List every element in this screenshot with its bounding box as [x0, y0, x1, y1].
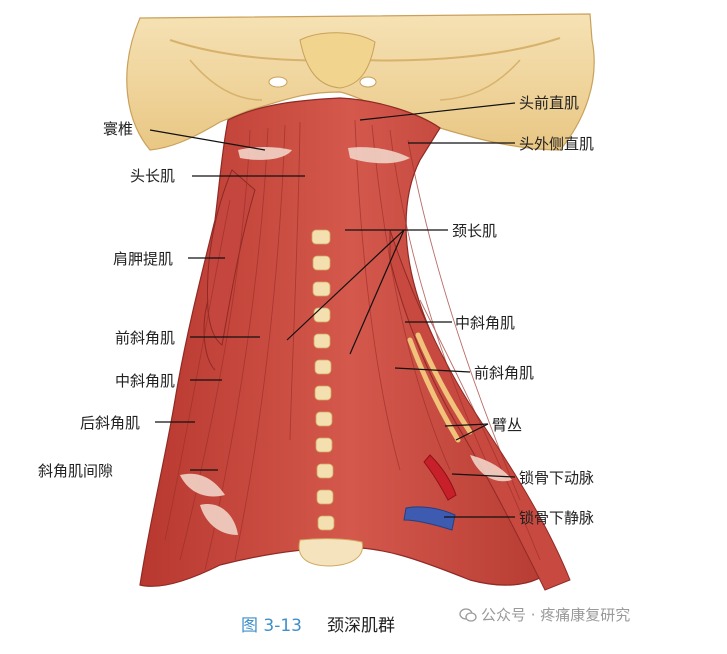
- label-subclavian-artery: 锁骨下动脉: [519, 469, 595, 487]
- label-scalenus-medius-left: 中斜角肌: [115, 372, 176, 390]
- label-levator-scapulae: 肩胛提肌: [113, 250, 174, 268]
- foramen-magnum: [299, 32, 376, 89]
- wechat-icon: [459, 608, 477, 622]
- label-longus-capitis: 头长肌: [130, 167, 176, 185]
- watermark-text: 公众号 · 疼痛康复研究: [481, 606, 631, 624]
- label-scalenus-anterior-left: 前斜角肌: [115, 329, 176, 347]
- atlas-tendon-left: [238, 147, 292, 160]
- watermark: 公众号 · 疼痛康复研究: [459, 604, 630, 625]
- scalenus-right-group: [389, 229, 571, 591]
- label-scalene-gap: 斜角肌间隙: [38, 462, 114, 480]
- label-scalenus-anterior-right: 前斜角肌: [474, 364, 535, 382]
- subclavian-vein: [403, 506, 456, 531]
- label-scalenus-medius-right: 中斜角肌: [455, 314, 516, 332]
- label-brachial-plexus: 臂丛: [492, 416, 523, 434]
- label-longus-colli: 颈长肌: [452, 222, 498, 240]
- label-rectus-capitis-lateralis: 头外侧直肌: [519, 135, 595, 153]
- label-subclavian-vein: 锁骨下静脉: [519, 509, 595, 527]
- condyle-left: [268, 76, 288, 88]
- vertebral-base: [298, 538, 364, 567]
- atlas-tendon-right: [348, 147, 410, 164]
- brachial-plexus: [407, 332, 473, 443]
- figure-number: 图 3-13: [241, 616, 302, 636]
- subclavian-artery: [423, 454, 457, 501]
- figure-title: 颈深肌群: [327, 616, 395, 636]
- condyle-right: [359, 76, 377, 88]
- leader-lines: [149, 102, 516, 518]
- label-scalenus-posterior: 后斜角肌: [80, 414, 141, 432]
- label-atlas: 寰椎: [103, 120, 134, 138]
- label-rectus-capitis-anterior: 头前直肌: [519, 94, 580, 112]
